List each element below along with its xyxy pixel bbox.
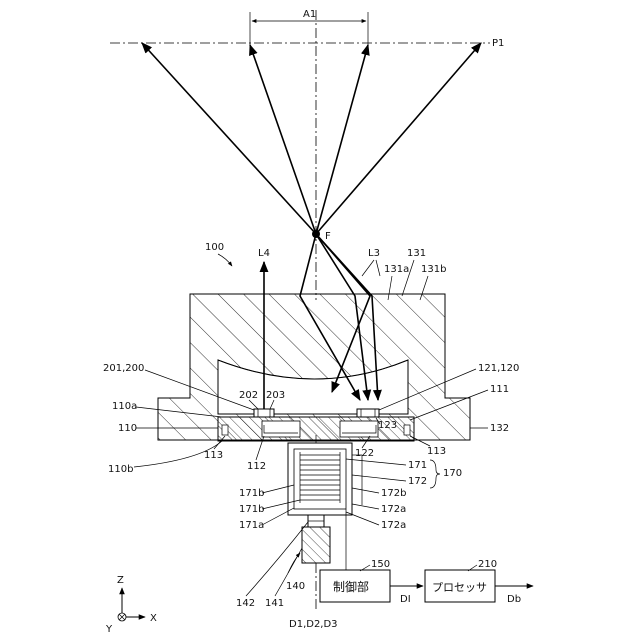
label-100: 100 [205,242,224,253]
label-140: 140 [286,581,305,592]
spacer-113-right [404,425,410,435]
leader-171a [262,508,294,525]
processor-label: プロセッサ [432,581,487,594]
emitter-201 [254,409,274,417]
label-171a: 171a [239,520,264,531]
base-cutout-left [262,421,300,437]
label-axis-y: Y [105,624,113,635]
label-170: 170 [443,468,462,479]
label-203: 203 [266,390,285,401]
label-202: 202 [239,390,258,401]
leader-l3-b [376,260,380,276]
label-172-top: 172 [408,476,427,487]
base-cutout-right [340,421,378,437]
label-172a-1: 172a [381,504,406,515]
ray-outer-right [316,43,481,234]
label-172a-2: 172a [381,520,406,531]
label-131a: 131a [384,264,409,275]
receiver-121 [357,409,379,417]
label-axis-x: X [150,613,157,624]
label-di: DI [400,594,411,605]
label-d1d2d3: D1,D2,D3 [289,619,338,630]
label-150: 150 [371,559,390,570]
leader-100 [218,254,232,266]
label-111: 111 [490,384,509,395]
brace-170 [430,460,440,488]
controller-label: 制御部 [333,579,369,594]
label-201-200: 201,200 [103,363,144,374]
leader-171-top [346,459,406,465]
label-121-120: 121,120 [478,363,519,374]
leader-l3-a [362,260,374,276]
label-f: F [325,231,331,242]
label-110a: 110a [112,401,137,412]
drive-141 [302,527,330,563]
label-112: 112 [247,461,266,472]
label-123: 123 [378,420,397,431]
label-171-top: 171 [408,460,427,471]
label-db: Db [507,594,521,605]
label-110: 110 [118,423,137,434]
label-l4: L4 [258,248,270,259]
ray-outer-left [142,43,316,234]
leader-172a-1 [352,504,379,509]
leader-172b [352,488,379,493]
label-a1: A1 [303,9,316,20]
label-p1: P1 [492,38,504,49]
ray-inner-right [316,45,368,234]
ray-inner-left [250,45,316,234]
label-132: 132 [490,423,509,434]
label-122: 122 [355,448,374,459]
spacer-113-left [222,425,228,435]
label-axis-z: Z [117,575,124,586]
label-171b-1: 171b [239,488,264,499]
label-113-right: 113 [427,446,446,457]
label-142: 142 [236,598,255,609]
label-141: 141 [265,598,284,609]
leader-172a-2 [346,512,379,525]
label-131b: 131b [421,264,446,275]
label-110b: 110b [108,464,133,475]
label-113-left: 113 [204,450,223,461]
label-172b: 172b [381,488,406,499]
label-l3: L3 [368,248,380,259]
label-131: 131 [407,248,426,259]
label-210: 210 [478,559,497,570]
leader-172-top [352,475,406,481]
label-171b-2: 171b [239,504,264,515]
